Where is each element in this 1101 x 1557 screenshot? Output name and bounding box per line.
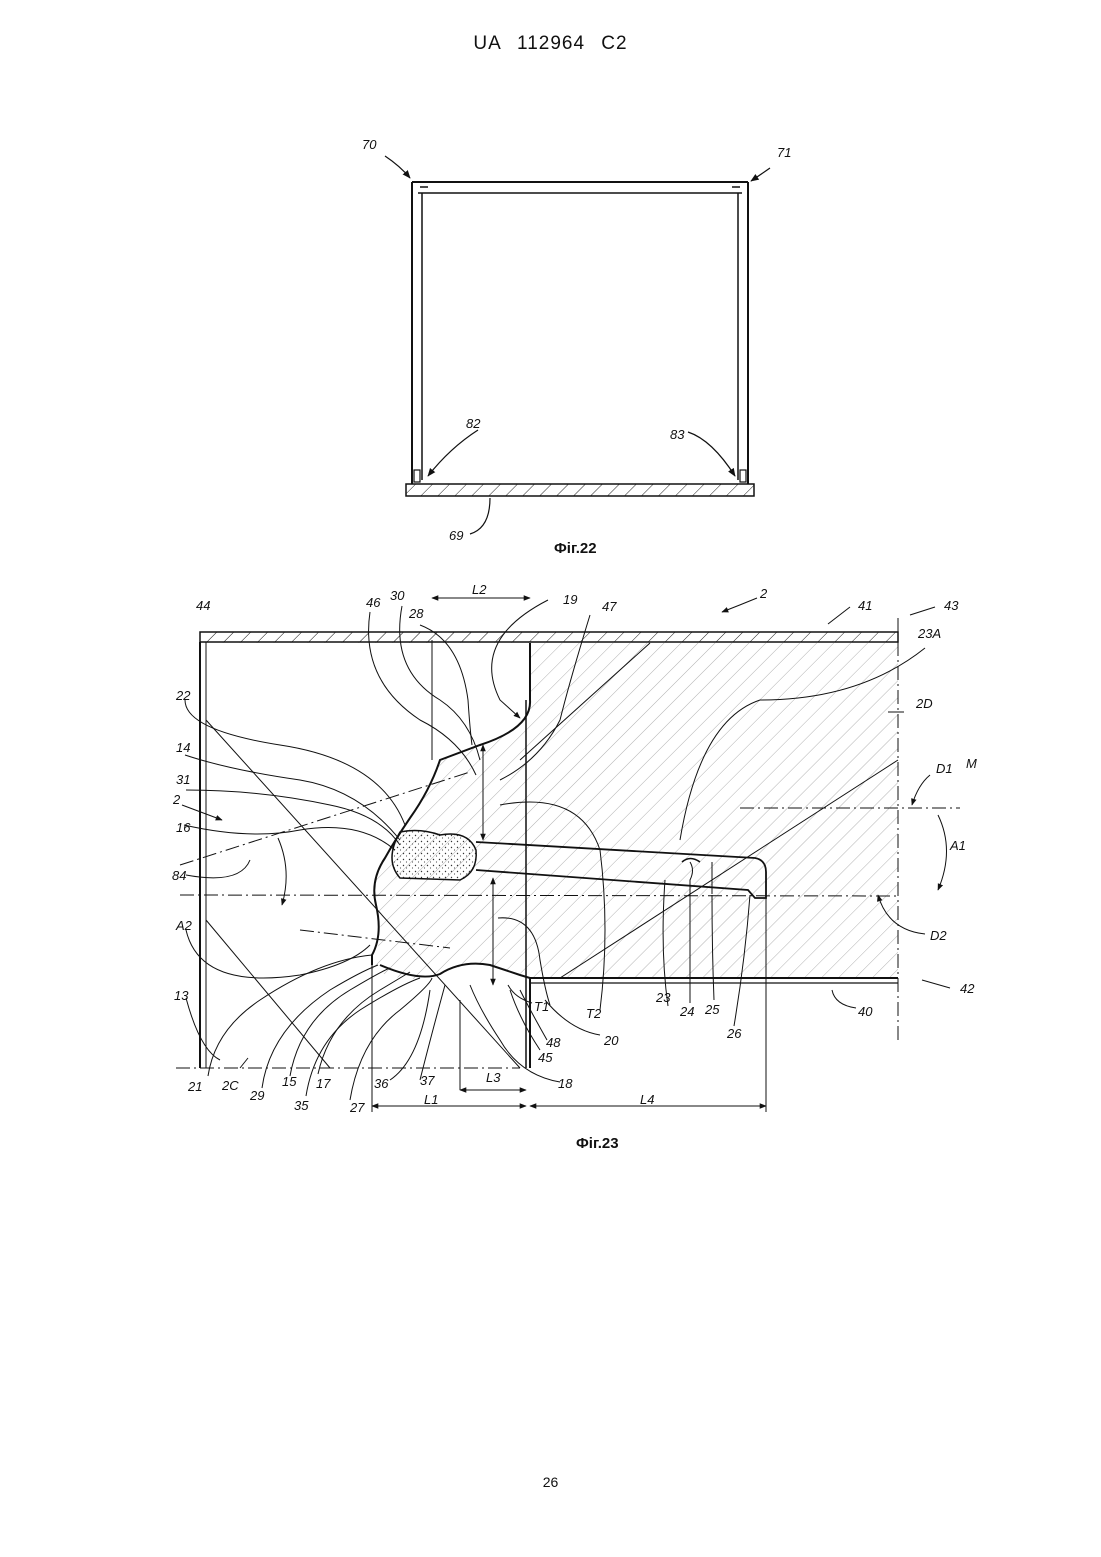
label-18: 18	[558, 1076, 573, 1091]
label-L4: L4	[640, 1092, 654, 1107]
label-M: M	[966, 756, 977, 771]
label-A2: A2	[175, 918, 193, 933]
label-37: 37	[420, 1073, 435, 1088]
label-23: 23	[655, 990, 671, 1005]
label-21: 21	[187, 1079, 202, 1094]
label-20: 20	[603, 1033, 619, 1048]
label-2-top: 2	[759, 586, 768, 601]
figure-22: 70 71 82 83 69	[362, 137, 791, 543]
label-70: 70	[362, 137, 377, 152]
label-2D: 2D	[915, 696, 933, 711]
label-14: 14	[176, 740, 190, 755]
label-44: 44	[196, 598, 210, 613]
label-47: 47	[602, 599, 617, 614]
label-25: 25	[704, 1002, 720, 1017]
label-48: 48	[546, 1035, 561, 1050]
label-15: 15	[282, 1074, 297, 1089]
label-69: 69	[449, 528, 463, 543]
label-L3: L3	[486, 1070, 501, 1085]
label-T2: T2	[586, 1006, 602, 1021]
label-28: 28	[408, 606, 424, 621]
label-L1: L1	[424, 1092, 438, 1107]
label-31: 31	[176, 772, 190, 787]
label-30: 30	[390, 588, 405, 603]
label-D1: D1	[936, 761, 953, 776]
figure-22-caption: Фіг.22	[554, 540, 597, 557]
label-24: 24	[679, 1004, 694, 1019]
label-L2: L2	[472, 582, 487, 597]
label-82: 82	[466, 416, 481, 431]
label-19: 19	[563, 592, 577, 607]
label-41: 41	[858, 598, 872, 613]
label-83: 83	[670, 427, 685, 442]
label-40: 40	[858, 1004, 873, 1019]
label-T1: T1	[534, 999, 549, 1014]
label-27: 27	[349, 1100, 365, 1115]
figure-23-caption: Фіг.23	[576, 1135, 619, 1152]
label-A1: A1	[949, 838, 966, 853]
label-26: 26	[726, 1026, 742, 1041]
label-2-left: 2	[172, 792, 181, 807]
label-2C: 2C	[221, 1078, 239, 1093]
label-45: 45	[538, 1050, 553, 1065]
label-D2: D2	[930, 928, 947, 943]
label-35: 35	[294, 1098, 309, 1113]
label-46: 46	[366, 595, 381, 610]
label-43: 43	[944, 598, 959, 613]
label-29: 29	[249, 1088, 264, 1103]
label-23A: 23A	[917, 626, 941, 641]
label-22: 22	[175, 688, 191, 703]
label-36: 36	[374, 1076, 389, 1091]
page-number: 26	[0, 1474, 1101, 1490]
figure-23	[176, 598, 960, 1112]
label-13: 13	[174, 988, 189, 1003]
label-17: 17	[316, 1076, 331, 1091]
label-16: 16	[176, 820, 191, 835]
label-42: 42	[960, 981, 975, 996]
label-71: 71	[777, 145, 791, 160]
label-84: 84	[172, 868, 186, 883]
